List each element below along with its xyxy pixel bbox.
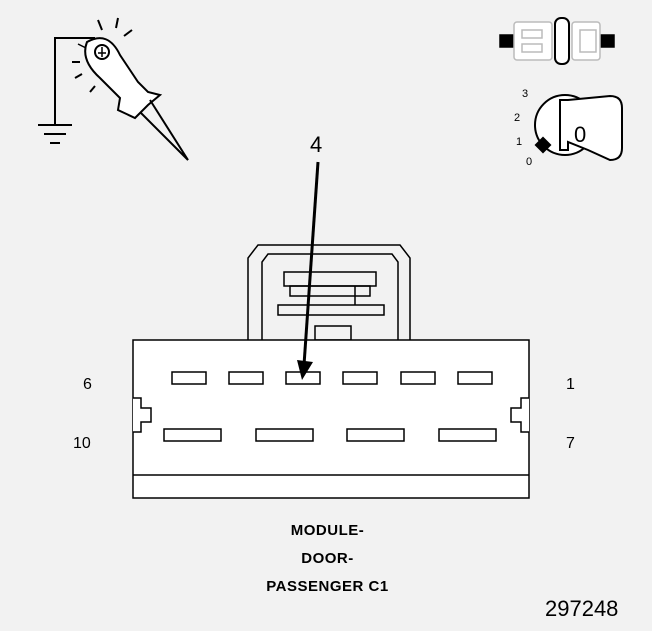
test-light-icon [38,17,189,161]
connector-disconnect-icon [499,17,615,65]
figure-number: 297248 [545,596,619,621]
ignition-position-1: 1 [516,136,522,148]
caption-line-2: DOOR- [301,550,354,567]
ignition-position-2: 2 [514,112,520,124]
caption-line-1: MODULE- [290,522,365,539]
cavity-6 [171,371,207,385]
pin-label-1: 1 [566,376,575,393]
ignition-position-0: 0 [526,156,532,168]
ignition-key-label: 0 [574,122,586,147]
connector-body [132,339,530,499]
cavity-2 [400,371,436,385]
caption-line-3: PASSENGER C1 [266,578,389,595]
connector-cavities [163,371,497,442]
cavity-3 [342,371,378,385]
callout-arrow [297,161,320,380]
cavity-10 [163,428,222,442]
cavity-5 [228,371,264,385]
cavity-8 [346,428,405,442]
ignition-switch-icon [534,94,623,162]
cavity-7 [438,428,497,442]
pin-label-7: 7 [566,435,575,452]
cavity-9 [255,428,314,442]
ignition-position-3: 3 [522,88,528,100]
callout-number: 4 [310,132,322,157]
cavity-1 [457,371,493,385]
pin-label-10: 10 [73,435,91,452]
connector-latch [247,244,411,341]
pin-label-6: 6 [83,376,92,393]
